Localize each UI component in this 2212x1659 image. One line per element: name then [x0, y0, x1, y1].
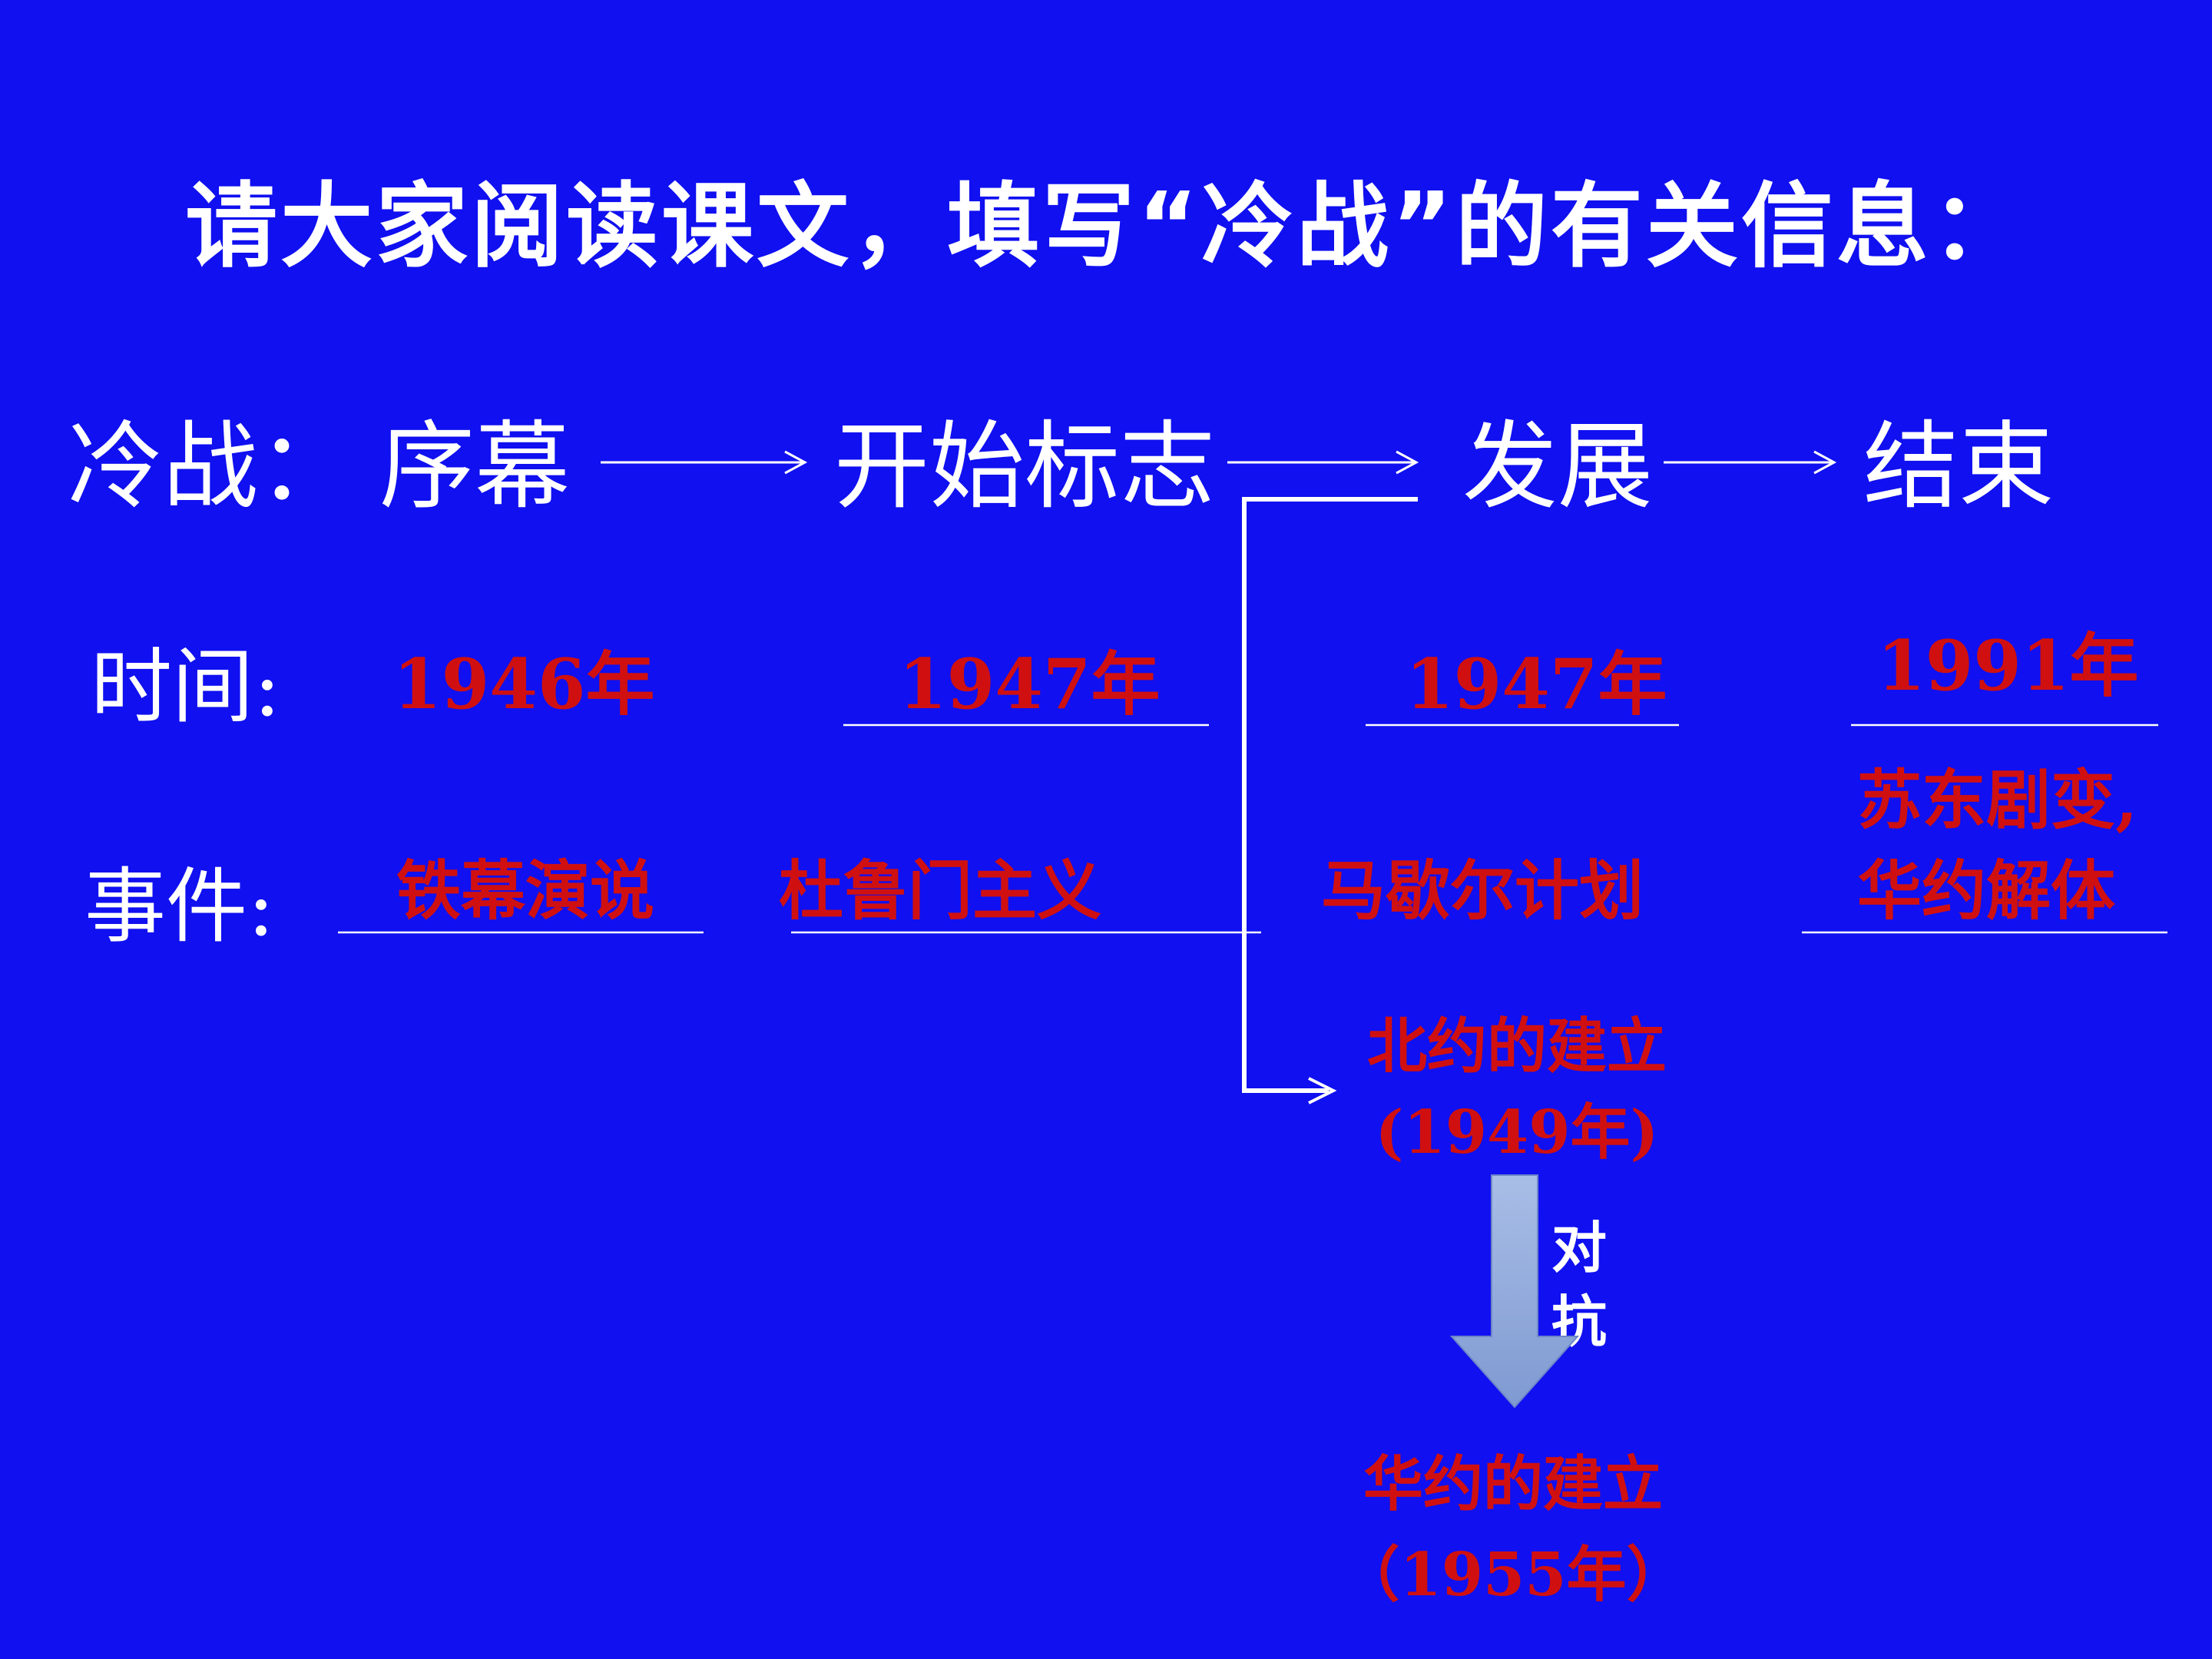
branch-to-nato-arrow [1242, 497, 1418, 1104]
time-start: 1947年 [899, 644, 1161, 725]
stage-prelude: 序幕 [379, 412, 571, 522]
cold-war-label: 冷战： [68, 412, 354, 522]
confrontation-char-1: 对 [1551, 1216, 1608, 1280]
event-development: 马歇尔计划 [1321, 853, 1644, 929]
confrontation-down-arrow [1449, 1174, 1580, 1409]
arrow-development-to-end [1664, 450, 1837, 475]
time-prelude: 1946年 [393, 644, 655, 725]
warsaw-founding: 华约的建立 [1363, 1449, 1663, 1519]
time-row-label: 时间: [91, 640, 281, 734]
nato-founding: 北约的建立 [1366, 1012, 1667, 1081]
event-start: 杜鲁门主义 [779, 853, 1102, 929]
arrow-prelude-to-start [601, 450, 808, 475]
event-end-line1: 苏东剧变, [1857, 762, 2138, 838]
stage-end: 结束 [1863, 412, 2055, 522]
slide-title: 请大家阅读课文，填写“冷战”的有关信息： [185, 174, 2027, 280]
event-row-label: 事件: [84, 859, 275, 954]
event-prelude: 铁幕演说 [396, 853, 655, 929]
arrow-start-to-development [1227, 450, 1419, 475]
stage-development: 发展 [1462, 412, 1654, 522]
nato-year: (1949年) [1375, 1098, 1659, 1167]
event-end-line2: 华约解体 [1857, 853, 2116, 929]
warsaw-year: （1955年） [1339, 1540, 1687, 1610]
stage-start: 开始标志 [834, 412, 1216, 522]
time-end: 1991年 [1877, 625, 2139, 707]
time-development: 1947年 [1406, 644, 1667, 725]
answer-underlines [338, 724, 2167, 934]
